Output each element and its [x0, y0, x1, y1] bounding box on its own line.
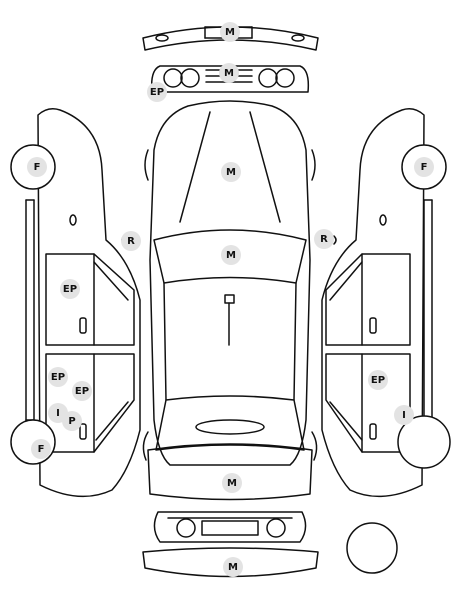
mark-left-front-wheel[interactable]: F [27, 157, 47, 177]
mark-trunk[interactable]: M [222, 473, 242, 493]
mark-grille[interactable]: M [219, 63, 239, 83]
right-mirror-bracket [333, 235, 337, 245]
car-body-top [142, 100, 318, 501]
mark-mirror-right[interactable]: R [314, 229, 334, 249]
mark-left-rear-door-upper[interactable]: EP [48, 367, 68, 387]
spare-wheel [346, 522, 398, 574]
mark-left-sill-p[interactable]: P [62, 411, 82, 431]
mark-mirror-left[interactable]: R [121, 231, 141, 251]
mark-right-sill-i[interactable]: I [394, 405, 414, 425]
mark-rear-bumper[interactable]: M [223, 557, 243, 577]
mark-right-front-wheel[interactable]: F [414, 157, 434, 177]
rear-bumper [142, 547, 319, 578]
rear-lights [153, 511, 307, 543]
mark-left-front-door[interactable]: EP [60, 279, 80, 299]
mark-headlight-left[interactable]: EP [147, 82, 167, 102]
mark-left-rear-wheel[interactable]: F [31, 439, 51, 459]
mark-roof[interactable]: M [221, 245, 241, 265]
mark-left-rear-door-lower[interactable]: EP [72, 381, 92, 401]
mark-hood[interactable]: M [221, 162, 241, 182]
mark-right-rear-door[interactable]: EP [368, 370, 388, 390]
mark-front-bumper[interactable]: M [220, 22, 240, 42]
